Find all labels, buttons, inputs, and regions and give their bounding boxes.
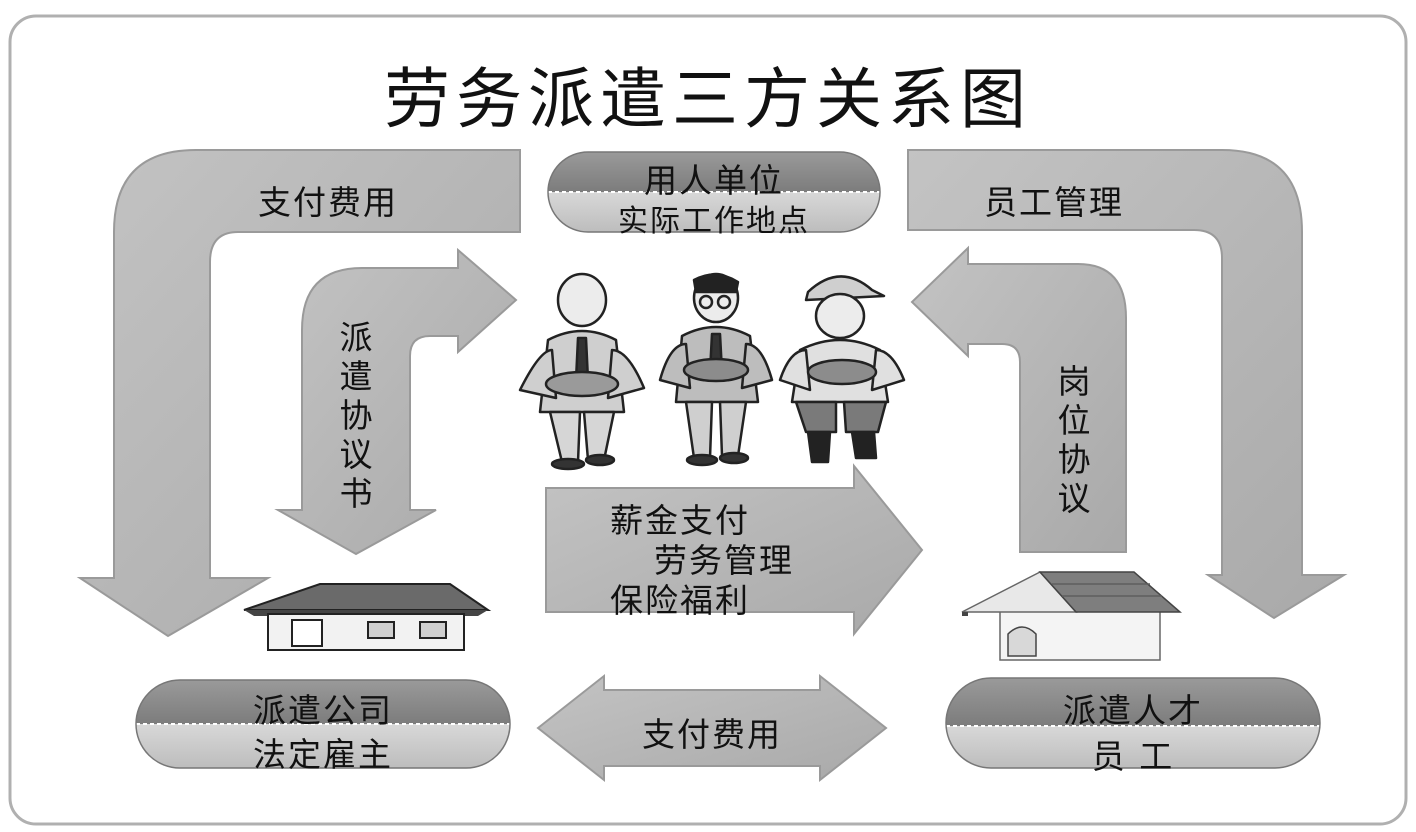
worker-pill — [946, 678, 1320, 768]
bottom-arrow-label: 支付费用 — [642, 715, 782, 754]
arrow-position-agreement — [910, 245, 1127, 553]
position-agreement-label: 岗位协议 — [1057, 362, 1091, 518]
three-people-illustration — [518, 272, 906, 471]
agency-name: 派遣公司 — [253, 691, 393, 730]
worker-name: 派遣人才 — [1063, 691, 1203, 730]
arrow-pay-fee-bottom — [536, 673, 888, 783]
arrow-employee-management — [907, 149, 1348, 620]
agency-house-icon — [243, 583, 492, 651]
arrow-pay-fee-top — [76, 149, 521, 638]
top-left-arrow-label: 支付费用 — [258, 183, 398, 222]
agency-pill — [136, 680, 510, 768]
agency-subtitle: 法定雇主 — [253, 735, 393, 774]
page-title: 劳务派遣三方关系图 — [384, 61, 1032, 138]
employer-pill — [548, 152, 880, 232]
top-right-arrow-label: 员工管理 — [984, 183, 1124, 222]
worker-subtitle: 员 工 — [1091, 737, 1175, 776]
employer-name: 用人单位 — [644, 161, 784, 200]
center-arrow-line-1: 薪金支付 — [610, 501, 750, 540]
center-arrow-line-2: 劳务管理 — [654, 541, 794, 580]
worker-house-icon — [961, 571, 1183, 661]
employer-subtitle: 实际工作地点 — [618, 204, 810, 239]
dispatch-agreement-label: 派遣协议书 — [339, 318, 373, 513]
arrow-salary-management — [545, 463, 924, 637]
center-arrow-line-3: 保险福利 — [610, 581, 750, 620]
arrow-dispatch-agreement — [274, 247, 518, 556]
